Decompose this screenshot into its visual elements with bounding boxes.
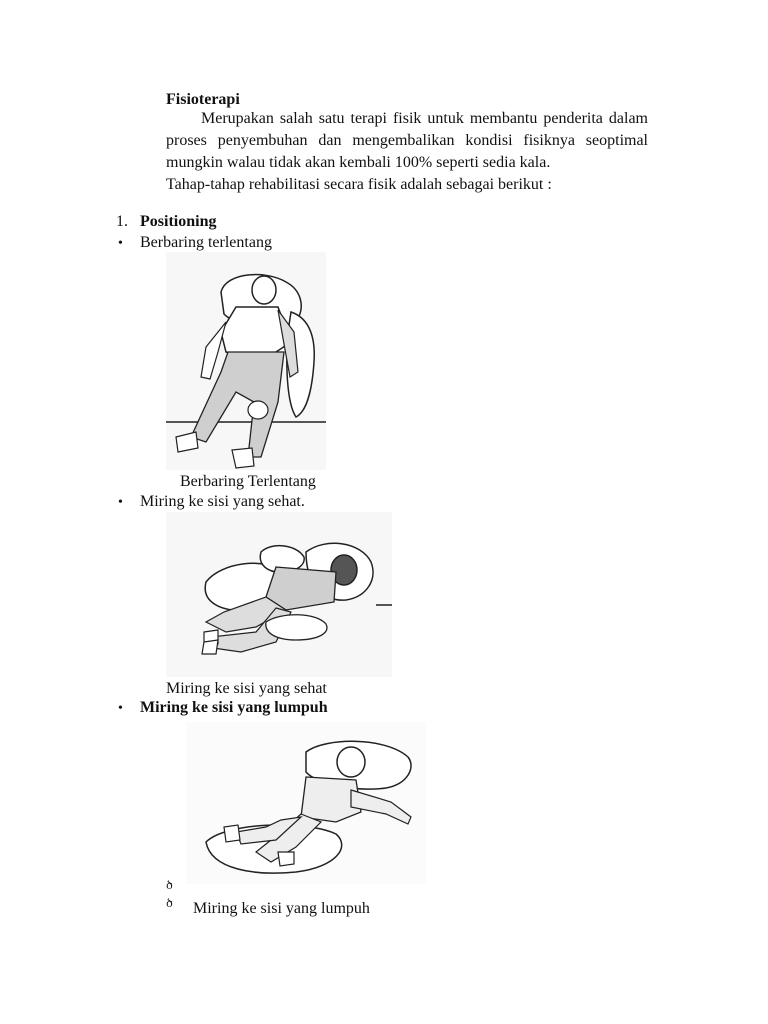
- caption-paralyzed-side: Miring ke sisi yang lumpuh: [193, 900, 370, 917]
- supine-position-illustration: [166, 252, 326, 470]
- caption-mark: ծ: [166, 898, 173, 910]
- item-label-supine: Berbaring terlentang: [140, 234, 272, 251]
- section-heading: Fisioterapi: [166, 91, 240, 108]
- caption-mark: ծ: [166, 880, 173, 892]
- intro-line-1: Merupakan salah satu terapi fisik untuk …: [201, 110, 648, 127]
- side-lying-paralyzed-side-illustration: [186, 722, 426, 884]
- side-lying-healthy-side-illustration: [166, 512, 392, 677]
- stages-line: Tahap-tahap rehabilitasi secara fisik ad…: [166, 176, 552, 193]
- bullet-marker: •: [118, 236, 123, 251]
- bullet-marker: •: [118, 495, 123, 510]
- intro-line-3: mungkin walau tidak akan kembali 100% se…: [166, 154, 551, 171]
- caption-supine: Berbaring Terlentang: [180, 473, 316, 490]
- section-number: 1.: [116, 213, 128, 230]
- bullet-marker: •: [118, 701, 123, 716]
- section-title: Positioning: [140, 213, 217, 230]
- item-label-paralyzed-side: Miring ke sisi yang lumpuh: [140, 699, 328, 716]
- intro-line-2: proses penyembuhan dan mengembalikan kon…: [166, 132, 648, 149]
- item-label-healthy-side: Miring ke sisi yang sehat.: [140, 493, 305, 510]
- caption-healthy-side: Miring ke sisi yang sehat: [166, 680, 327, 697]
